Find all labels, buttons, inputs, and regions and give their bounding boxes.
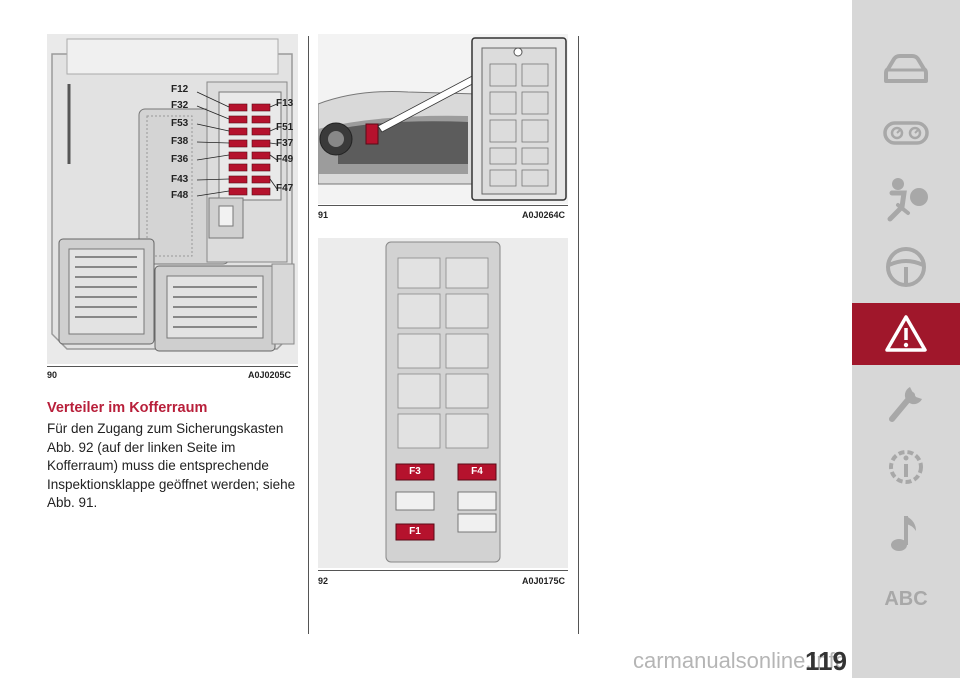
sidebar-item-multimedia[interactable] (852, 502, 960, 564)
figure-91-number: 91 (318, 210, 329, 220)
fuse-label-f47: F47 (276, 183, 294, 194)
figure-91-bottom-rule (318, 205, 568, 206)
sidebar-item-emergency[interactable] (852, 303, 960, 365)
page-number: 119 (805, 646, 847, 676)
fuse-label-f43: F43 (171, 174, 189, 185)
figure-91-trunk-diagram (318, 34, 568, 204)
sidebar-item-technical-data[interactable] (852, 436, 960, 498)
figure-90-bottom-rule (47, 366, 298, 367)
fusebox-svg (51, 38, 295, 352)
figure-92-fuse-panel: F3 F4 F1 (318, 238, 568, 568)
fuse-label-f51: F51 (276, 122, 294, 133)
fuse-label-f38: F38 (171, 136, 189, 147)
watermark-text: carmanualsonline.info (632, 648, 847, 673)
sidebar-item-maintenance[interactable] (852, 370, 960, 432)
sidebar-item-car[interactable] (852, 38, 960, 100)
section-body: Für den Zugang zum Sicherungskasten Abb.… (47, 421, 296, 510)
steering-wheel-icon (886, 247, 926, 287)
figure-92-code: A0J0175C (522, 576, 566, 586)
info-gear-icon (889, 450, 923, 484)
sidebar-item-index[interactable]: ABC (852, 568, 960, 630)
music-note-icon (891, 516, 916, 551)
fuse-rows (228, 103, 271, 196)
sidebar-item-driving[interactable] (852, 236, 960, 298)
figure-90-code: A0J0205C (248, 370, 292, 380)
dashboard-gauges-icon (883, 121, 929, 145)
car-icon (884, 54, 928, 83)
figure-91-code: A0J0264C (522, 210, 566, 220)
fuse-label-f3: F3 (409, 466, 421, 477)
wrench-icon (889, 387, 922, 422)
sidebar-item-safety[interactable] (852, 168, 960, 230)
figure-90-number: 90 (47, 370, 58, 380)
chapter-sidebar: ABC (852, 0, 960, 678)
fuse-label-f49: F49 (276, 154, 294, 165)
fuse-label-f37: F37 (276, 138, 294, 149)
figure-92-bottom-rule (318, 570, 568, 571)
figure-92-number: 92 (318, 576, 329, 586)
abc-icon: ABC (884, 587, 928, 610)
fuse-label-f1: F1 (409, 526, 421, 537)
figure-90-fusebox-diagram: F12 F32 F53 F38 F36 F43 F48 F13 F51 F37 … (47, 34, 298, 364)
section-title: Verteiler im Kofferraum (47, 400, 208, 416)
fuse-label-f53: F53 (171, 118, 189, 129)
fuse-label-f13: F13 (276, 98, 294, 109)
fuse-label-f48: F48 (171, 190, 189, 201)
warning-triangle-icon (885, 315, 927, 352)
column-divider-right (578, 36, 579, 634)
fuse-label-f12: F12 (171, 84, 189, 95)
column-divider-left (308, 36, 309, 634)
fuse-label-f36: F36 (171, 154, 189, 165)
fuse-label-f32: F32 (171, 100, 189, 111)
sidebar-item-dashboard[interactable] (852, 102, 960, 164)
fuse-label-f4: F4 (471, 466, 483, 477)
airbag-icon (887, 178, 928, 222)
